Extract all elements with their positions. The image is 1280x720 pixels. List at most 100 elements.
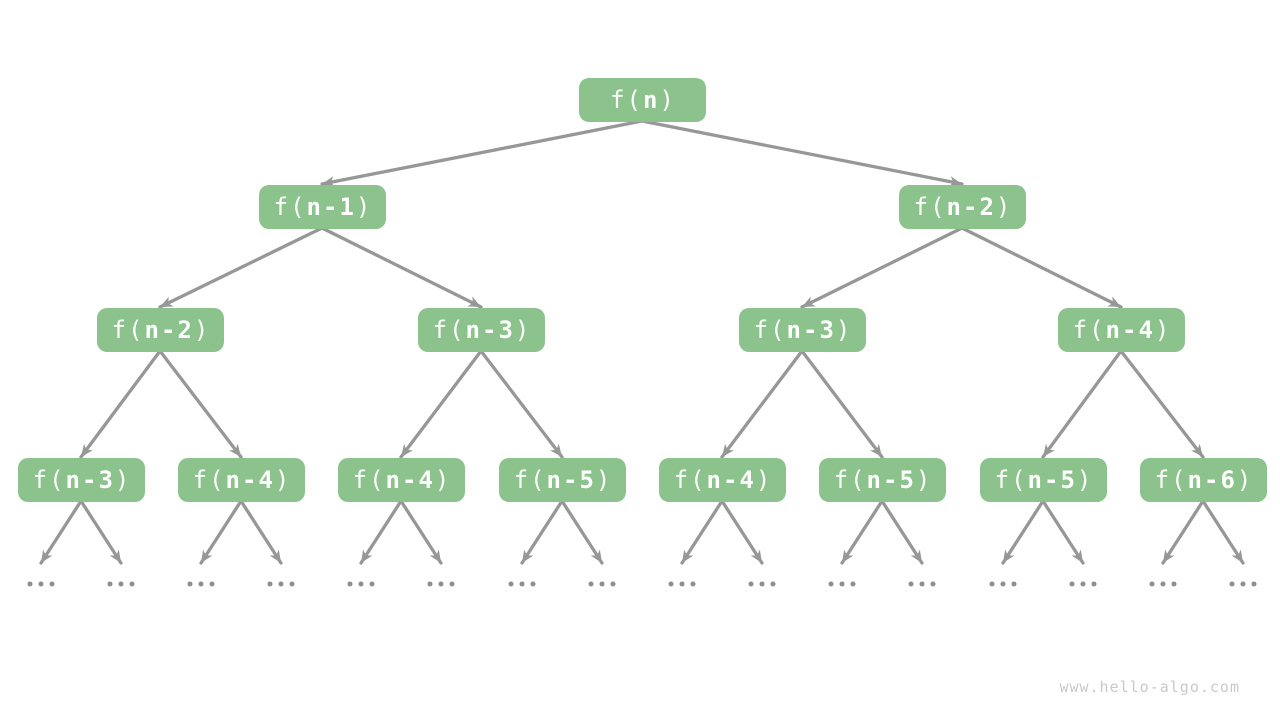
node-label-part: f( xyxy=(192,466,226,494)
ellipsis-dot xyxy=(198,581,204,587)
node-label-part: f( xyxy=(1154,466,1188,494)
ellipsis-dot xyxy=(187,581,193,587)
ellipsis-dot xyxy=(267,581,273,587)
ellipsis xyxy=(748,581,776,587)
node-label-part: n-6 xyxy=(1187,466,1237,494)
ellipsis-dot xyxy=(1240,581,1246,587)
edge-arrow xyxy=(800,226,964,309)
node-label-part: n-4 xyxy=(225,466,275,494)
ellipsis xyxy=(267,581,295,587)
tree-node: f(n) xyxy=(578,78,706,122)
ellipsis xyxy=(828,581,856,587)
node-label-part: ) xyxy=(1076,466,1094,494)
ellipsis-dot xyxy=(1000,581,1006,587)
edge-arrow xyxy=(800,349,884,459)
edge-arrow xyxy=(1041,349,1123,459)
node-label-part: f( xyxy=(673,466,707,494)
ellipsis-dot xyxy=(759,581,765,587)
node-label-part: f( xyxy=(111,316,145,344)
node-label-part: ) xyxy=(755,466,773,494)
ellipsis xyxy=(508,581,536,587)
node-label-part: ) xyxy=(114,466,132,494)
ellipsis-dot xyxy=(748,581,754,587)
edge-arrow xyxy=(720,349,804,459)
ellipsis-dot xyxy=(1069,581,1075,587)
ellipsis-dot xyxy=(508,581,514,587)
ellipsis-dot xyxy=(1011,581,1017,587)
ellipsis xyxy=(187,581,215,587)
ellipsis-dot xyxy=(107,581,113,587)
edge-arrow xyxy=(520,499,564,565)
node-label-part: n-4 xyxy=(385,466,435,494)
tree-node: f(n-4) xyxy=(177,458,305,502)
node-label-part: n-5 xyxy=(1027,466,1077,494)
ellipsis-dot xyxy=(828,581,834,587)
node-label-part: ) xyxy=(355,193,373,221)
ellipsis-dot xyxy=(289,581,295,587)
node-label-part: ) xyxy=(1236,466,1254,494)
tree-node: f(n-1) xyxy=(258,185,386,229)
node-label-part: ) xyxy=(915,466,933,494)
ellipsis-dot xyxy=(1171,581,1177,587)
edge-arrow xyxy=(199,499,243,565)
ellipsis xyxy=(908,581,936,587)
ellipsis-dot xyxy=(839,581,845,587)
node-label-part: n xyxy=(643,86,660,114)
node-label-part: f( xyxy=(913,193,947,221)
ellipsis xyxy=(427,581,455,587)
ellipsis-dot xyxy=(919,581,925,587)
tree-node: f(n-2) xyxy=(96,308,224,352)
watermark: www.hello-algo.com xyxy=(1059,678,1240,696)
node-label-part: ) xyxy=(1154,316,1172,344)
node-label-part: ) xyxy=(995,193,1013,221)
node-label-part: f( xyxy=(32,466,66,494)
node-label-part: ) xyxy=(274,466,292,494)
edge-arrow xyxy=(79,499,123,565)
ellipsis-dot xyxy=(690,581,696,587)
edge-arrow xyxy=(158,226,324,309)
node-label-part: n-3 xyxy=(465,316,515,344)
node-label-part: ) xyxy=(434,466,452,494)
node-label-part: ) xyxy=(514,316,532,344)
node-label-part: ) xyxy=(835,316,853,344)
ellipsis-dot xyxy=(588,581,594,587)
ellipsis-dot xyxy=(930,581,936,587)
ellipsis-dot xyxy=(1251,581,1257,587)
ellipsis-dot xyxy=(679,581,685,587)
node-label-part: n-3 xyxy=(65,466,115,494)
ellipsis-dot xyxy=(530,581,536,587)
node-label-part: ) xyxy=(193,316,211,344)
edge-arrow xyxy=(399,349,483,459)
node-label-part: n-4 xyxy=(1105,316,1155,344)
ellipsis xyxy=(588,581,616,587)
node-label-part: f( xyxy=(513,466,547,494)
ellipsis xyxy=(989,581,1017,587)
node-label-part: f( xyxy=(994,466,1028,494)
ellipsis-dot xyxy=(519,581,525,587)
tree-node: f(n-4) xyxy=(658,458,786,502)
edge-arrow xyxy=(960,226,1123,309)
edge-arrow xyxy=(479,349,564,459)
ellipsis xyxy=(27,581,55,587)
edge-arrow xyxy=(1201,499,1245,565)
tree-node: f(n-3) xyxy=(738,308,866,352)
edge-arrow xyxy=(640,119,964,187)
edge-arrow xyxy=(39,499,83,565)
edge-arrow xyxy=(79,349,162,459)
node-label-part: n-2 xyxy=(144,316,194,344)
edge-arrow xyxy=(399,499,443,565)
tree-node: f(n-3) xyxy=(17,458,145,502)
ellipsis-dot xyxy=(438,581,444,587)
node-label-part: ) xyxy=(659,86,676,114)
ellipsis-dot xyxy=(347,581,353,587)
ellipsis-dot xyxy=(908,581,914,587)
edge-arrow xyxy=(680,499,724,565)
ellipsis xyxy=(107,581,135,587)
ellipsis-dot xyxy=(358,581,364,587)
tree-node: f(n-5) xyxy=(979,458,1107,502)
tree-node: f(n-3) xyxy=(417,308,545,352)
edge-arrow xyxy=(1119,349,1205,459)
